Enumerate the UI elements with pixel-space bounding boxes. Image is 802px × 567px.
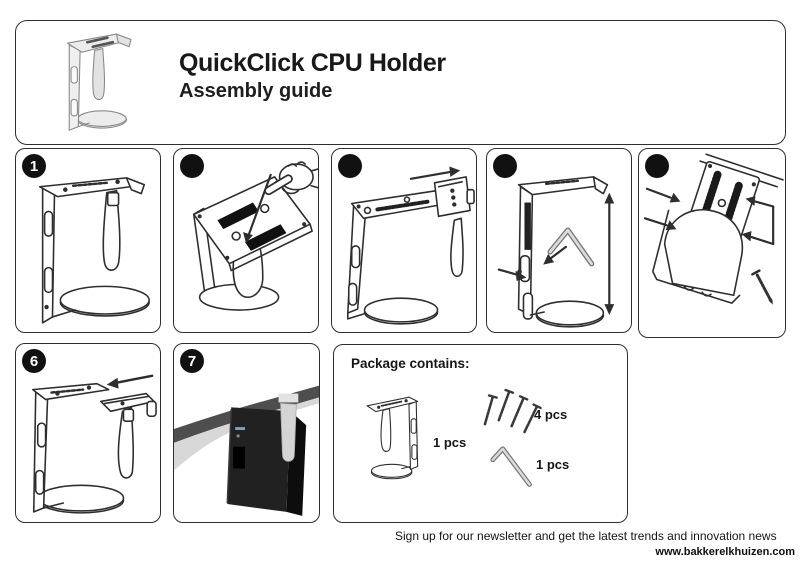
- step-panel-2: [173, 148, 319, 333]
- cpu-holder-product-image: [66, 33, 132, 131]
- step-6-illustration: [31, 374, 157, 514]
- arrow-right-icon: [643, 217, 677, 231]
- step-badge: [338, 154, 362, 178]
- step-2-illustration: [192, 161, 318, 311]
- package-panel: Package contains: 1 pcs 4 pcs 1 pcs: [333, 344, 628, 523]
- allen-key-icon: [490, 446, 532, 487]
- slide-bracket: [433, 176, 475, 218]
- arrow-right-icon: [497, 268, 527, 281]
- step-badge: [180, 154, 204, 178]
- screw-icon: [751, 269, 774, 305]
- newsletter-text: Sign up for our newsletter and get the l…: [395, 529, 777, 543]
- website-link[interactable]: www.bakkerelkhuizen.com: [655, 546, 795, 558]
- step-panel-4: [486, 148, 632, 333]
- arrow-right-icon: [645, 187, 681, 203]
- step-badge: 6: [22, 349, 46, 373]
- package-illustrations: [366, 388, 542, 487]
- step-badge: 7: [180, 349, 204, 373]
- allen-key-icon: [547, 227, 595, 267]
- step-panel-3: [331, 148, 477, 333]
- arrow-left-icon: [741, 196, 775, 246]
- step-panel-7: 7: [173, 343, 320, 523]
- step-panel-1: 1: [15, 148, 161, 333]
- arrow-right-icon: [409, 166, 461, 180]
- cpu-holder-icon: [366, 396, 419, 480]
- up-down-arrow-icon: [604, 192, 615, 315]
- arrow-down-icon: [243, 173, 272, 243]
- package-title: Package contains:: [351, 356, 470, 371]
- step-5-illustration: [643, 153, 784, 305]
- step-7-illustration: [174, 385, 319, 516]
- step-badge: [645, 154, 669, 178]
- package-qty-screws: 4 pcs: [534, 407, 568, 422]
- step-badge: 1: [22, 154, 46, 178]
- holder-clip-tab: [278, 393, 299, 403]
- page-title: QuickClick CPU Holder: [179, 49, 446, 77]
- step-badge: [493, 154, 517, 178]
- step-panel-6: 6: [15, 343, 161, 523]
- step-1-illustration: [38, 177, 150, 324]
- package-qty-allen-key: 1 pcs: [536, 457, 570, 472]
- holder-strap: [280, 402, 297, 462]
- step-panel-5: [638, 148, 786, 338]
- step-4-illustration: [497, 176, 615, 328]
- step-3-illustration: [346, 166, 475, 325]
- page-subtitle: Assembly guide: [179, 80, 333, 102]
- hand-icon: [264, 161, 318, 196]
- arrow-left-down-icon: [543, 245, 567, 265]
- header-card: QuickClick CPU Holder Assembly guide: [15, 20, 786, 145]
- slide-bracket: [100, 392, 157, 422]
- screws-icon: [483, 388, 542, 434]
- package-qty-holder: 1 pcs: [433, 435, 467, 450]
- arrow-left-icon: [106, 374, 154, 389]
